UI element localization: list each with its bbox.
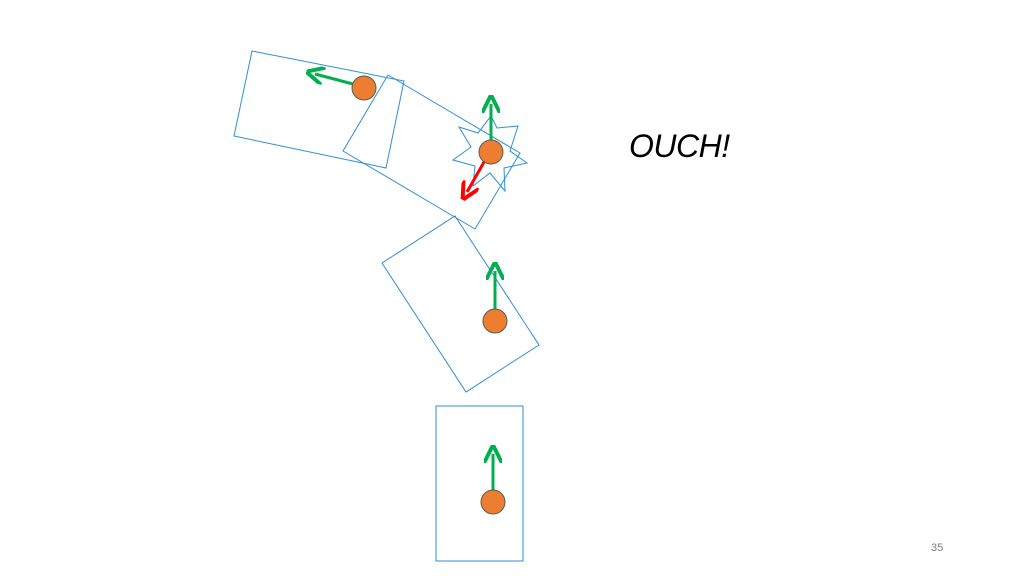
rectangle-bottom [435,405,524,562]
ball-collision [478,139,504,165]
ouch-label: OUCH! [629,128,730,164]
page-number: 35 [931,542,944,554]
rectangle-middle [381,215,540,393]
ball-middle [482,308,508,334]
ball-top-left [351,75,377,101]
rectangle-upper [342,74,521,230]
ball-bottom [480,489,506,515]
collision-starburst [451,115,529,193]
rectangle-top-left [233,50,405,169]
velocity-arrow-top-left [315,74,354,86]
